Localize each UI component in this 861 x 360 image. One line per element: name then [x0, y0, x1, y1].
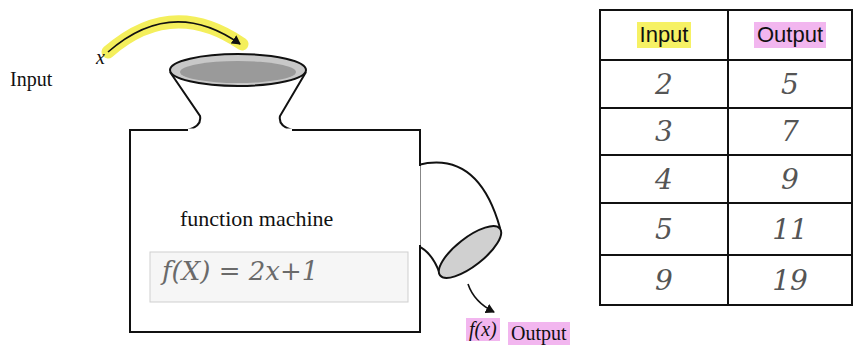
table-cell-box: Output: [728, 10, 852, 60]
spout-join: [418, 166, 421, 245]
highlight-stroke: [108, 22, 242, 52]
input-variable: x: [96, 46, 105, 69]
output-label: Output: [508, 322, 570, 345]
machine-title: function machine: [180, 206, 333, 232]
table-cell-box: 9: [728, 155, 852, 203]
table-header: Input: [637, 22, 692, 48]
neck-join: [188, 129, 292, 132]
input-arrow: [108, 22, 240, 52]
table-cell: 5: [655, 213, 673, 246]
funnel-opening: [170, 54, 306, 86]
function-machine: function machine f(X) = 2x+1: [140, 190, 412, 310]
formula-band: [150, 252, 408, 302]
table-cell-box: 2: [600, 60, 728, 108]
table-cell-box: 11: [728, 203, 852, 255]
funnel-shade: [180, 61, 296, 83]
function-rule: f(X) = 2x+1: [162, 256, 318, 286]
output-function: f(x): [466, 318, 500, 341]
table-cell: 7: [781, 115, 799, 148]
table-header: Output: [754, 22, 826, 48]
input-label: Input: [10, 68, 52, 91]
table-cell: 9: [781, 163, 799, 196]
output-arrow: [468, 284, 494, 312]
machine-body: [130, 130, 420, 332]
table-cell: 11: [772, 213, 808, 246]
spout-opening: [431, 218, 508, 287]
table-cell-box: 3: [600, 108, 728, 155]
table-cell-box: Input: [600, 10, 728, 60]
table-cell: 5: [781, 68, 799, 101]
table-grid: [600, 10, 852, 305]
table-cell-box: 4: [600, 155, 728, 203]
table-cell: 4: [655, 163, 673, 196]
table-cell-box: 5: [600, 203, 728, 255]
table-border: [600, 10, 852, 305]
table-cell-box: 7: [728, 108, 852, 155]
table-cell-box: 19: [728, 255, 852, 305]
table-cell: 19: [772, 264, 808, 297]
table-cell: 2: [655, 68, 673, 101]
table-cell-box: 5: [728, 60, 852, 108]
table-cell: 9: [655, 264, 673, 297]
table-cell: 3: [655, 115, 673, 148]
table-cell-box: 9: [600, 255, 728, 305]
